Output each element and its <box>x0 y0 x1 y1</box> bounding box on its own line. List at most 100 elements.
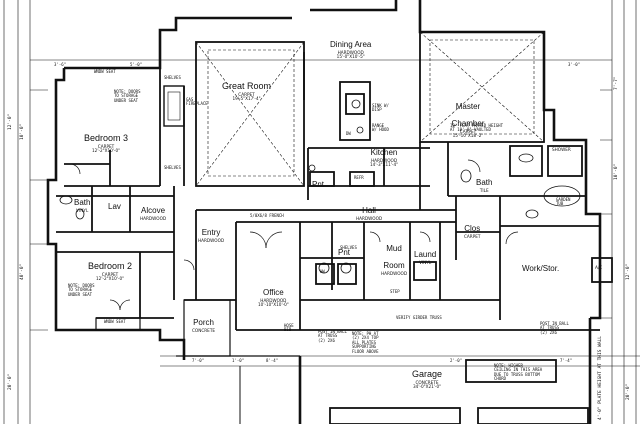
sink-note: SINK W/ DISP <box>372 103 389 113</box>
top-dim-a: 3'-6" <box>54 62 67 67</box>
dining-area-dims: 15'-0"X10'-5" <box>336 54 365 60</box>
master-bath-name: Bath <box>476 178 493 187</box>
kitchen-floor: HARDWOOD <box>370 157 398 163</box>
great-room-dims: 19'-5"X17'-4" <box>232 96 261 102</box>
left-dim-c: 40'-0" <box>20 263 25 280</box>
bedroom-2-label: Bedroom 2 CARPET 12'-2"X10'-0" <box>88 256 132 282</box>
shelves-note-2: SHELVES <box>164 165 181 170</box>
kitchen-label: Kitchen HARDWOOD 14'-3"X11'-4" <box>370 142 398 168</box>
lav-name: Lav <box>108 202 121 211</box>
master-bath-floor: TILE <box>479 187 489 193</box>
office-dims: 10'-10"X10'-0" <box>258 302 289 308</box>
hall-floor: HARDWOOD <box>356 215 383 221</box>
entry-label: Entry HARDWOOD <box>198 222 224 243</box>
water-heater-note: HW <box>320 269 325 274</box>
ac-label: A/C <box>595 265 603 270</box>
bedroom-2-name: Bedroom 2 <box>88 261 133 271</box>
dishwasher-note: DW <box>346 131 351 136</box>
bedroom-3-label: Bedroom 3 CARPET 12'-2"X10'-0" <box>84 128 128 154</box>
top-dim-b: 5'-0" <box>130 62 143 67</box>
left-dim-b: 12'-0" <box>8 113 13 130</box>
laundry-floor: VINYL <box>419 259 432 265</box>
alcove-label: Alcove HARDWOOD <box>140 200 166 221</box>
right-dim-d: 20'-0" <box>626 383 631 400</box>
right-dim-a: 7'-7" <box>614 76 619 90</box>
shelves-note-1: SHELVES <box>164 75 181 80</box>
closet-label: Clos CARPET <box>464 218 480 239</box>
dining-area-floor: HARDWOOD <box>337 49 364 55</box>
french-door-note: 5/0X6/8 FRENCH <box>250 213 284 218</box>
porch-name: Porch <box>193 318 214 327</box>
master-chamber-name: Master Chamber <box>451 102 485 128</box>
bottom-dim-c: 8'-4" <box>266 358 279 363</box>
work-storage-label: Work/Stor. <box>522 258 559 275</box>
porch-floor: CONCRETE <box>192 327 216 333</box>
shower-name: SHOWER <box>552 147 571 152</box>
left-dim-d: 10'-0" <box>20 123 25 140</box>
alcove-floor: HARDWOOD <box>140 215 167 221</box>
kitchen-dims: 14'-3"X11'-4" <box>370 162 399 168</box>
entry-floor: HARDWOOD <box>198 237 225 243</box>
window-seat-2-note: WNDW SEAT <box>104 319 126 324</box>
bedroom-3-name: Bedroom 3 <box>84 133 129 143</box>
hose-bib-note: HOSE BIB <box>284 323 294 333</box>
master-chamber-label: Master Chamber CARPET 15'-10"X18'-2" <box>448 96 488 138</box>
bottom-dim-e: 7'-4" <box>560 358 573 363</box>
plate-note: NOTE: PH AT (2) 2X4 TOP ALL PLATES SUPPO… <box>352 331 379 354</box>
mud-room-name: Mud Room <box>383 244 405 270</box>
hall-label: Hall HARDWOOD <box>356 200 382 221</box>
top-dim-c: 3'-0" <box>568 62 581 67</box>
garden-tub-note: GARDEN TUB <box>556 197 571 207</box>
dining-area-name: Dining Area <box>330 40 372 49</box>
office-floor: HARDWOOD <box>260 297 287 303</box>
range-note: RANGE W/ HOOD <box>372 123 389 133</box>
fireplace-note: GAS FIREPLACE <box>186 97 208 107</box>
great-room-floor: CARPET <box>238 91 255 97</box>
lav-label: Lav <box>108 196 121 213</box>
shelves-note-3: SHELVES <box>340 245 357 250</box>
bottom-dim-a: 7'-0" <box>192 358 205 363</box>
girder-truss-note: VERIFY GIRDER TRUSS <box>396 315 442 320</box>
office-label: Office HARDWOOD 10'-10"X10'-0" <box>258 282 289 308</box>
right-dim-b: 10'-0" <box>614 163 619 180</box>
pantry-1-label: Pnt <box>312 174 324 191</box>
porch-label: Porch CONCRETE <box>192 312 215 333</box>
bedroom-2-floor: CARPET <box>101 271 119 277</box>
bottom-dim-d: 2'-0" <box>450 358 463 363</box>
alcove-name: Alcove <box>141 206 166 215</box>
entry-name: Entry <box>201 228 221 237</box>
mud-room-floor: HARDWOOD <box>380 270 408 276</box>
refrigerator-note: REFR <box>354 175 364 180</box>
office-name: Office <box>262 288 284 297</box>
work-storage-name: Work/Stor. <box>522 264 560 273</box>
plate-height-note: 4'-0" PLATE HEIGHT AT THIS WALL <box>598 336 603 420</box>
shower-label: SHOWER <box>552 147 571 152</box>
kitchen-name: Kitchen <box>370 148 398 157</box>
great-room-name: Great Room <box>222 81 272 91</box>
garage-name: Garage <box>412 369 443 379</box>
bottom-dim-b: 1'-0" <box>232 358 245 363</box>
pantry-2-label: Pnt <box>338 242 350 259</box>
hall-name: Hall <box>362 206 376 215</box>
post-note-1: POST IN BALL AT TRUSS (2) 2X6 <box>318 329 347 343</box>
bedroom-3-floor: CARPET <box>97 143 115 149</box>
garage-ceiling-note: NOTE: HIGHER CEILING IN THIS AREA DUE TO… <box>494 363 543 382</box>
right-dim-c: 12'-0" <box>626 263 631 280</box>
post-note-2: POST IN BALL AT TRUSS (2) 2X6 <box>540 321 569 335</box>
closet-note-3: NOTE: DOORS TO STORAGE UNDER SEAT <box>114 89 141 103</box>
garage-dims: 34'-0"X21'-0" <box>413 384 442 390</box>
ac-name: A/C <box>595 265 603 270</box>
bedroom-3-dims: 12'-2"X10'-0" <box>92 148 121 154</box>
closet-floor: CARPET <box>464 233 481 239</box>
ceiling-height-note: 10' FLAT TRAYED HEIGHT AT 10'-0" VAULTED <box>450 123 503 133</box>
left-dim-a: 20'-0" <box>8 373 13 390</box>
master-chamber-dims: 15'-10"X18'-2" <box>452 133 484 138</box>
bedroom-2-dims: 12'-2"X10'-0" <box>96 276 125 282</box>
master-chamber-floor: CARPET <box>459 128 477 134</box>
closet-note-2: NOTE: DOORS TO STORAGE UNDER SEAT <box>68 283 95 297</box>
pantry-1-name: Pnt <box>312 180 325 189</box>
pantry-2-name: Pnt <box>338 248 351 257</box>
step-note: STEP <box>390 289 400 294</box>
